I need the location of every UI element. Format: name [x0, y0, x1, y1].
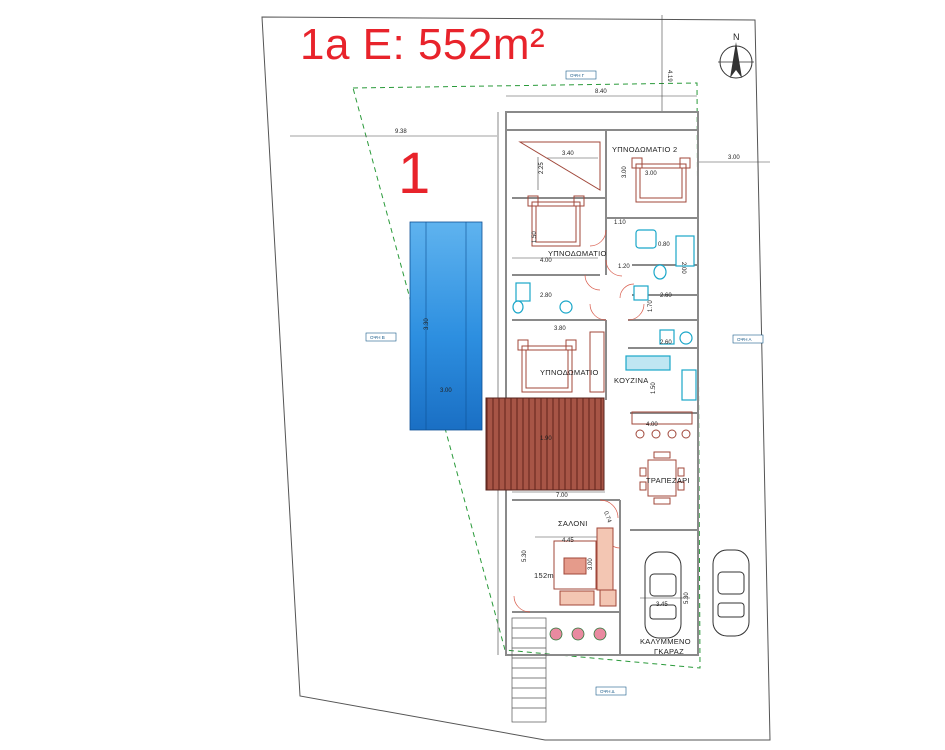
dim-label: 5.30 [522, 550, 528, 562]
car-driveway-right [712, 549, 750, 637]
dim-label: 1.20 [618, 264, 630, 270]
dim-label: 1.90 [540, 436, 552, 442]
kitchen-island [631, 411, 693, 439]
flower-planters [549, 627, 607, 641]
dim-label: 3.00 [645, 171, 657, 177]
dim-label: 3.30 [424, 318, 430, 330]
dim-label: 4.19 [666, 70, 672, 82]
dim-label: 7.00 [556, 493, 568, 499]
stairs [511, 617, 547, 723]
bed-bedroom3 [517, 331, 605, 393]
side-tag-bottom: ΟΨΗ Δ [600, 689, 615, 694]
dim-label: 1.50 [532, 231, 538, 243]
dim-label: 3.00 [622, 166, 628, 178]
bathroom-fixtures [512, 229, 697, 401]
dim-label: 2.00 [680, 262, 686, 274]
dining-table [639, 451, 685, 505]
dim-label: 1.10 [614, 220, 626, 226]
living-area-label: 152m [534, 571, 554, 580]
dim-label: 4.00 [540, 258, 552, 264]
dim-label: 9.38 [395, 129, 407, 135]
wardrobe-bedroom1 [518, 141, 601, 191]
dim-label: 3.00 [588, 558, 594, 570]
dim-label: 5.30 [684, 592, 690, 604]
side-tags: ΟΨΗ Γ ΟΨΗ Β ΟΨΗ Α ΟΨΗ Δ [365, 70, 764, 696]
side-tag-right: ΟΨΗ Α [737, 337, 752, 342]
car-garage-left [644, 551, 682, 639]
dimension-lines [290, 15, 770, 599]
garage-label-line1: ΚΑΛΥΜΜΕΝΟ [640, 637, 691, 646]
bed-bedroom2 [631, 157, 691, 203]
dim-label: 0.80 [658, 242, 670, 248]
pergola [485, 397, 605, 491]
side-tag-left: ΟΨΗ Β [370, 335, 385, 340]
dim-label: 3.40 [562, 151, 574, 157]
plot-title: 1a E: 552m² [300, 20, 546, 69]
room-label-bedroom3: ΥΠΝΟΔΩΜΑΤΙΟ [540, 368, 599, 377]
dim-label: 1.50 [651, 382, 657, 394]
dimension-labels: 4.19 8.40 9.38 3.00 3.40 2.25 3.00 3.00 … [395, 70, 740, 608]
swimming-pool [409, 221, 483, 431]
room-label-living: ΣΑΛΟΝΙ [558, 519, 588, 528]
dim-label: 3.00 [440, 388, 452, 394]
north-arrow-icon: N [718, 32, 754, 79]
dim-label: 4.45 [562, 538, 574, 544]
living-room-set [553, 527, 617, 607]
setback-line [352, 82, 701, 669]
room-label-bedroom2: ΥΠΝΟΔΩΜΑΤΙΟ 2 [612, 145, 677, 154]
dim-label: 2.60 [660, 293, 672, 299]
room-label-dining: ΤΡΑΠΕΖΑΡΙ [646, 476, 690, 485]
dim-label: 2.25 [539, 162, 545, 174]
dim-label: 2.80 [540, 293, 552, 299]
dim-label: 3.00 [728, 155, 740, 161]
lot-boundary [261, 16, 771, 741]
compass-north-label: N [733, 32, 740, 42]
house-walls [497, 111, 699, 656]
dim-label: 4.00 [646, 422, 658, 428]
dim-label: 2.60 [660, 340, 672, 346]
dim-label: 1.70 [648, 300, 654, 312]
dim-label: 0.74 [602, 511, 612, 525]
room-label-kitchen: ΚΟΥΖΙΝΑ [614, 376, 649, 385]
garage-label-line2: ΓΚΑΡΑΖ [654, 647, 684, 656]
dim-label: 8.40 [595, 89, 607, 95]
side-tag-top: ΟΨΗ Γ [570, 73, 585, 78]
dim-label: 3.80 [554, 326, 566, 332]
bed-bedroom1 [527, 195, 585, 247]
door-swings [513, 229, 645, 613]
lot-number: 1 [398, 141, 431, 206]
room-label-bedroom1: ΥΠΝΟΔΩΜΑΤΙΟ [548, 249, 607, 258]
dim-label: 3.45 [656, 602, 668, 608]
